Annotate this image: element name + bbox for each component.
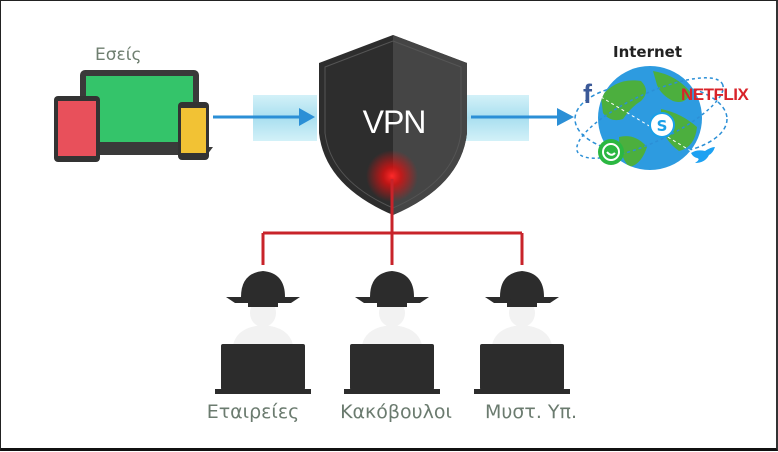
spy-icon — [215, 271, 311, 394]
skype-icon: S — [649, 112, 675, 138]
laptop-icon — [67, 70, 213, 155]
companies-label: Εταιρείες — [206, 401, 300, 423]
internet-label: Internet — [613, 43, 683, 61]
spy-icon — [474, 271, 570, 394]
leak-glow — [366, 150, 418, 202]
whatsapp-icon — [598, 139, 624, 165]
malicious-label: Κακόβουλοι — [340, 401, 452, 423]
leak-lines — [261, 179, 524, 265]
twitter-icon — [691, 147, 715, 163]
vpn-label: VPN — [362, 104, 427, 140]
spy-icon — [344, 271, 440, 394]
devices-label: Εσείς — [95, 45, 142, 65]
tablet-icon — [54, 96, 100, 162]
secret-services-label: Μυστ. Υπ. — [484, 401, 578, 423]
netflix-icon: NETFLIX — [681, 85, 749, 104]
arrow-left — [213, 108, 315, 126]
phone-icon — [178, 102, 209, 160]
arrow-right — [471, 108, 574, 126]
facebook-icon: f — [583, 79, 592, 109]
svg-text:S: S — [657, 117, 668, 135]
globe-icon — [574, 66, 728, 170]
